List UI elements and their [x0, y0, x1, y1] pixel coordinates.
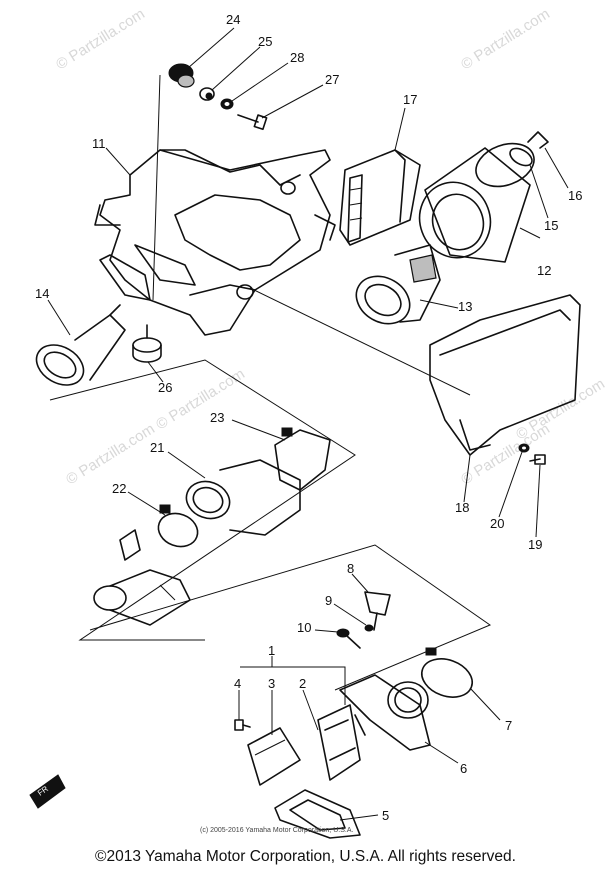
inner-copyright: (c) 2005-2016 Yamaha Motor Corporation, …	[200, 827, 353, 834]
part-5-gasket	[274, 789, 361, 839]
part-12-air-filter-element	[418, 142, 535, 263]
leader-line	[127, 491, 166, 516]
part-label-2: 2	[299, 676, 306, 691]
part-9-washer	[364, 624, 374, 632]
leader-line	[211, 46, 261, 91]
leader-line	[519, 227, 541, 239]
footer-copyright: ©2013 Yamaha Motor Corporation, U.S.A. A…	[95, 848, 516, 865]
leader-line	[105, 147, 131, 176]
watermark: © Partzilla.com	[458, 5, 553, 73]
part-label-19: 19	[528, 537, 542, 552]
assembly-outline	[249, 287, 471, 396]
leader-line	[231, 419, 286, 441]
leader-line	[394, 107, 406, 151]
part-19-screw	[529, 454, 546, 465]
part-label-16: 16	[568, 188, 582, 203]
leader-line	[535, 464, 541, 538]
leader-line	[231, 62, 289, 102]
part-label-25: 25	[258, 34, 272, 49]
leader-line	[419, 299, 459, 309]
part-3-reed-stopper	[247, 727, 301, 786]
part-label-14: 14	[35, 286, 49, 301]
part-label-6: 6	[460, 761, 467, 776]
part-label-26: 26	[158, 380, 172, 395]
part-27-bolt	[237, 114, 268, 131]
part-label-21: 21	[150, 440, 164, 455]
leader-line	[339, 814, 379, 821]
part-label-10: 10	[297, 620, 311, 635]
part-label-8: 8	[347, 561, 354, 576]
part-label-3: 3	[268, 676, 275, 691]
part-17-element-guide	[339, 149, 421, 246]
leader-line	[302, 689, 319, 731]
leader-line	[187, 27, 235, 69]
part-28-washer	[220, 98, 234, 110]
part-14-funnel	[35, 304, 126, 386]
leader-line	[261, 84, 324, 119]
part-21-carburetor-joint	[185, 459, 301, 536]
part-8-screw	[364, 591, 391, 631]
part-label-23: 23	[210, 410, 224, 425]
part-7-clamp	[421, 647, 473, 698]
assembly-outline	[49, 359, 356, 641]
leader-line	[463, 454, 471, 503]
assembly-outline	[152, 74, 161, 301]
leader-line	[147, 361, 164, 383]
part-label-9: 9	[325, 593, 332, 608]
front-indicator-icon: FR	[29, 774, 66, 809]
leader-line	[47, 299, 71, 336]
leader-line	[333, 603, 367, 626]
part-10-clip	[336, 628, 361, 649]
leader-line	[469, 687, 501, 721]
carburetor-reference	[93, 529, 191, 626]
part-13-air-cleaner-joint	[355, 244, 441, 325]
leader-line	[240, 666, 346, 705]
part-label-24: 24	[226, 12, 240, 27]
leader-line	[424, 741, 459, 764]
leader-line	[544, 147, 569, 189]
part-label-1: 1	[268, 643, 275, 658]
part-label-11: 11	[92, 136, 106, 151]
part-23-clamp	[274, 427, 331, 491]
part-25-collar	[199, 87, 215, 101]
part-16-clip	[527, 131, 549, 149]
leader-line	[498, 451, 523, 518]
part-label-4: 4	[234, 676, 241, 691]
part-label-12: 12	[537, 263, 551, 278]
part-18-side-cover	[429, 294, 581, 456]
part-label-13: 13	[458, 299, 472, 314]
watermark: © Partzilla.com	[53, 5, 148, 73]
leader-line	[314, 629, 339, 633]
leader-line	[167, 451, 206, 479]
part-label-20: 20	[490, 516, 504, 531]
part-20-washer	[518, 443, 530, 453]
leader-line	[351, 573, 369, 593]
part-26-damper	[132, 324, 162, 363]
watermark: © Partzilla.com	[63, 420, 158, 488]
part-24-rubber-grommet	[168, 63, 195, 88]
assembly-outline	[89, 544, 492, 691]
part-label-27: 27	[325, 72, 339, 87]
part-label-18: 18	[455, 500, 469, 515]
part-label-5: 5	[382, 808, 389, 823]
watermark: © Partzilla.com	[513, 375, 608, 443]
part-4-screw	[234, 719, 251, 731]
part-6-intake-manifold	[339, 674, 431, 751]
leader-line	[529, 164, 549, 219]
part-label-22: 22	[112, 481, 126, 496]
part-label-28: 28	[290, 50, 304, 65]
watermark: © Partzilla.com	[153, 365, 248, 433]
part-2-reed-valve	[317, 704, 361, 781]
part-label-7: 7	[505, 718, 512, 733]
part-label-17: 17	[403, 92, 417, 107]
part-15-washer	[509, 147, 533, 167]
part-label-15: 15	[544, 218, 558, 233]
part-22-clamp	[157, 504, 199, 548]
part-11-air-box	[94, 149, 336, 336]
